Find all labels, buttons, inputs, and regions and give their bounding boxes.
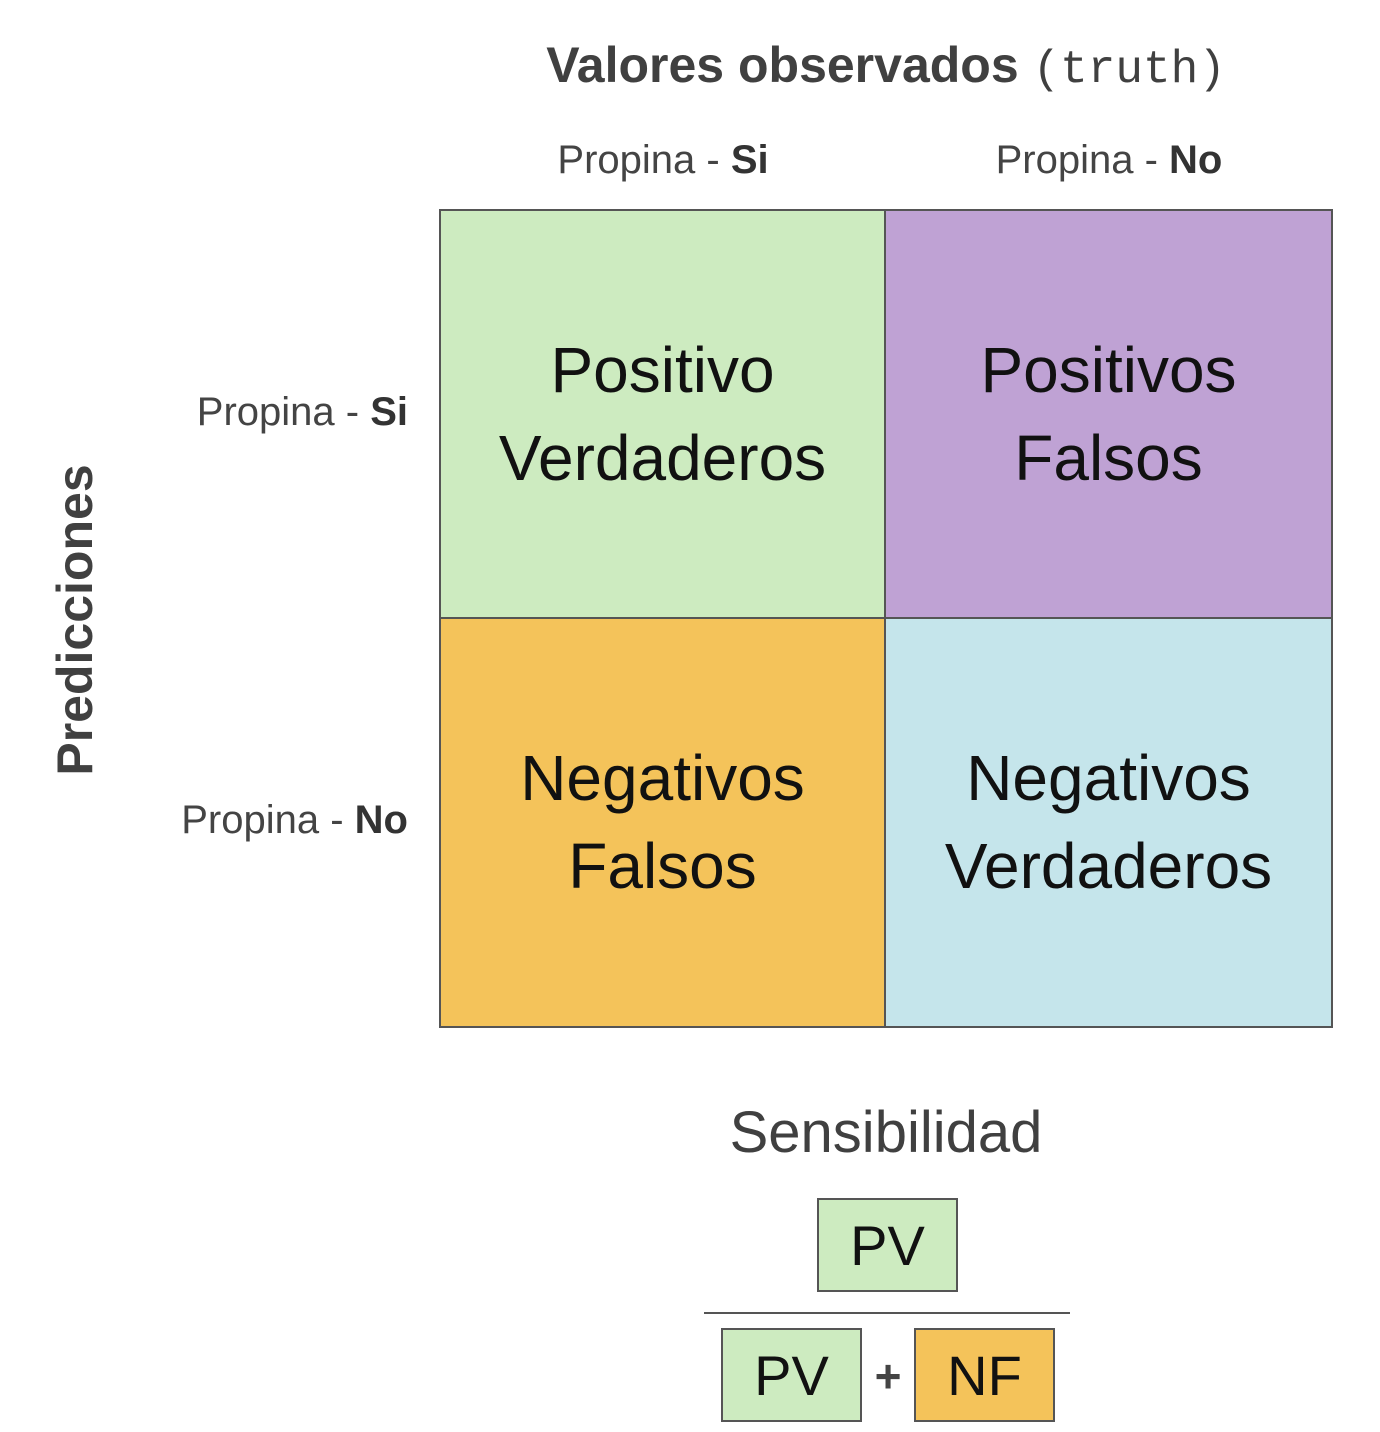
cell-line-1: Negativos bbox=[966, 742, 1251, 815]
column-label-value: No bbox=[1169, 138, 1223, 182]
plus-sign: + bbox=[874, 1350, 902, 1402]
column-label-prefix: Propina - bbox=[557, 138, 731, 182]
denominator-text-2: NF bbox=[947, 1343, 1022, 1407]
metric-title: Sensibilidad bbox=[729, 1100, 1043, 1165]
row-label-prefix: Propina - bbox=[181, 798, 355, 842]
cell-true-positives: Positivo Verdaderos bbox=[441, 211, 886, 619]
cell-line-2: Falsos bbox=[568, 830, 757, 903]
cell-line-1: Negativos bbox=[520, 742, 805, 815]
numerator-text: PV bbox=[850, 1213, 925, 1277]
numerator-box: PV bbox=[817, 1198, 958, 1292]
observed-values-title: Valores observados (truth) bbox=[440, 30, 1332, 105]
observed-values-title-text: Valores observados bbox=[546, 37, 1019, 93]
fraction-line bbox=[704, 1312, 1070, 1314]
cell-false-negatives: Negativos Falsos bbox=[441, 618, 886, 1026]
row-label-si: Propina - Si bbox=[197, 384, 408, 440]
cell-line-2: Verdaderos bbox=[498, 421, 827, 494]
cell-line-2: Verdaderos bbox=[944, 830, 1273, 903]
cell-false-positives: Positivos Falsos bbox=[886, 211, 1331, 619]
cell-line-1: Positivo bbox=[550, 333, 775, 406]
column-label-value: Si bbox=[730, 138, 769, 182]
observed-values-title-code: (truth) bbox=[1032, 44, 1226, 96]
predictions-title: Predicciones bbox=[47, 464, 103, 776]
denominator-box-1: PV bbox=[721, 1328, 862, 1422]
row-label-prefix: Propina - bbox=[196, 390, 371, 434]
row-label-no: Propina - No bbox=[181, 792, 408, 848]
row-label-value: No bbox=[354, 798, 408, 842]
cell-line-1: Positivos bbox=[980, 333, 1237, 406]
row-label-value: Si bbox=[370, 390, 408, 434]
denominator-box-2: NF bbox=[914, 1328, 1055, 1422]
confusion-matrix: Positivo Verdaderos Positivos Falsos Neg… bbox=[439, 209, 1333, 1028]
cell-true-negatives: Negativos Verdaderos bbox=[886, 618, 1331, 1026]
column-label-no: Propina - No bbox=[886, 132, 1332, 188]
denominator-text-1: PV bbox=[754, 1343, 829, 1407]
column-label-si: Propina - Si bbox=[440, 132, 886, 188]
cell-line-2: Falsos bbox=[1014, 421, 1203, 494]
column-label-prefix: Propina - bbox=[995, 138, 1170, 182]
